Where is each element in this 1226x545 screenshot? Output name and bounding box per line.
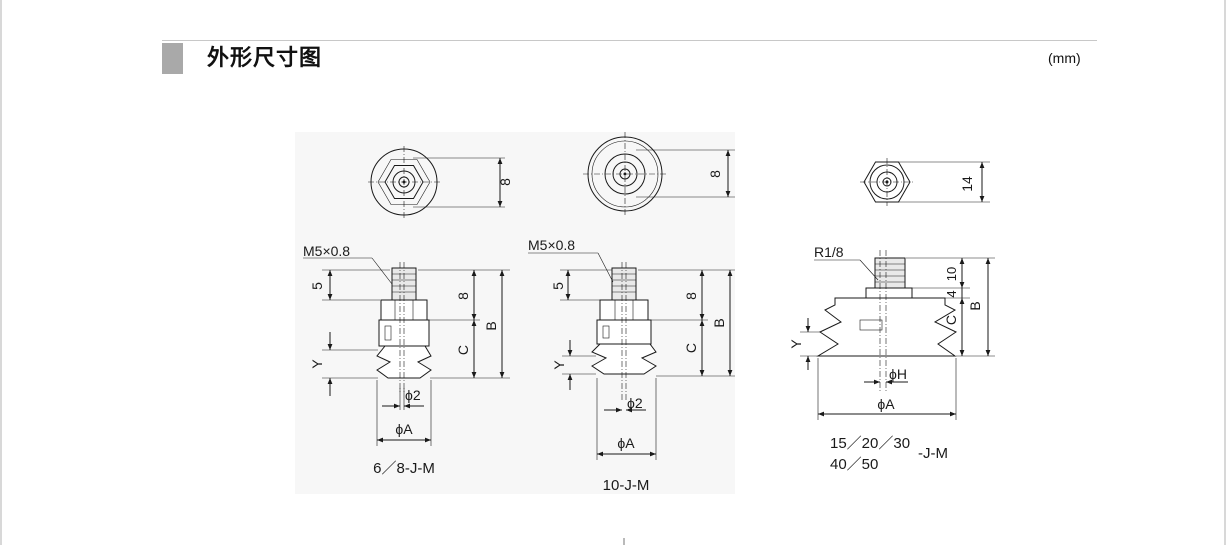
view1-top-view: 8 (368, 146, 513, 218)
drawing-panel (295, 132, 735, 494)
view1-model-label: 6／8-J-M (373, 460, 435, 477)
view2-dim-phi2: ϕ2 (627, 395, 643, 411)
view-6-8-j-m: 8 M5×0.8 (303, 146, 513, 477)
view1-dim-y: Y (309, 359, 325, 369)
view3-thread-label: R1/8 (814, 244, 844, 260)
view2-side-view: M5×0.8 5 Y 8 C B (528, 237, 735, 494)
view2-dim-b: B (711, 318, 727, 327)
view3-model-line1: 15／20／30 (830, 435, 910, 452)
view1-dim-phia: ϕA (395, 421, 413, 437)
view2-top-view: 8 (583, 132, 735, 216)
view3-dim-y: Y (788, 339, 804, 349)
view3-dim-phih: ϕH (889, 366, 907, 382)
view1-dim-phi2: ϕ2 (405, 387, 421, 403)
view2-dim-5: 5 (550, 282, 566, 290)
view1-dim-5: 5 (309, 282, 325, 290)
view2-dim-y: Y (551, 360, 567, 370)
view1-thread-label: M5×0.8 (303, 243, 350, 259)
view2-dim-c: C (683, 343, 699, 353)
view1-dim-b: B (483, 321, 499, 330)
view3-dim-c: C (943, 315, 959, 325)
view-15-50-j-m: 14 R1/8 Y (788, 158, 995, 473)
page-frame-left (0, 0, 2, 545)
view2-dim-8: 8 (683, 292, 699, 300)
view2-thread-label: M5×0.8 (528, 237, 575, 253)
view3-dim-4: 4 (944, 290, 959, 297)
view3-side-view: R1/8 Y 10 4 C B ϕ (788, 244, 995, 473)
view3-dim-b: B (967, 301, 983, 310)
view2-top-dim: 8 (707, 170, 723, 178)
page-frame-right (1224, 0, 1226, 545)
view1-dim-c: C (455, 345, 471, 355)
page-title: 外形尺寸图 (207, 46, 323, 71)
unit-label: (mm) (1048, 50, 1081, 66)
view1-side-view: M5×0.8 5 Y 8 C B (303, 243, 510, 477)
view3-dim-phia: ϕA (877, 396, 895, 412)
title-marker-icon (162, 43, 183, 74)
view3-top-view: 14 (860, 158, 990, 206)
header-rule (162, 40, 1097, 41)
view1-dim-8: 8 (455, 292, 471, 300)
view3-dim-10: 10 (944, 267, 959, 281)
view3-model-suffix: -J-M (918, 445, 948, 462)
view2-dim-phia: ϕA (617, 435, 635, 451)
view1-top-dim: 8 (497, 178, 513, 186)
view3-model-line2: 40／50 (830, 456, 878, 473)
view2-model-label: 10-J-M (603, 477, 650, 494)
view-10-j-m: 8 M5×0.8 5 (528, 132, 735, 494)
view3-top-dim: 14 (959, 176, 975, 192)
